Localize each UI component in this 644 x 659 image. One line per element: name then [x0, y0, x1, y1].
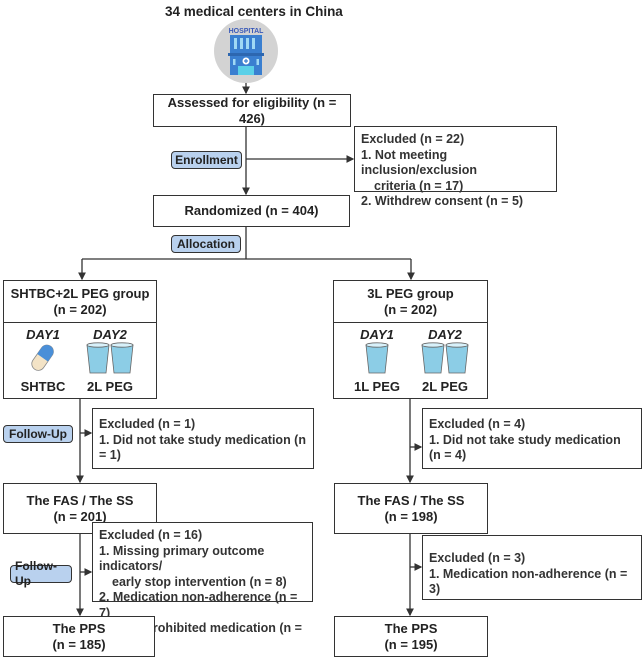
cup-icon: [365, 342, 389, 374]
randomized-box: Randomized (n = 404): [153, 195, 350, 227]
excluded-heading: Excluded (n = 1): [99, 417, 196, 431]
day2-label: DAY2: [93, 327, 127, 342]
group-name: SHTBC+2L PEG group: [10, 285, 150, 301]
pps-title: The PPS: [52, 620, 106, 636]
assessed-text: Assessed for eligibility (n = 426): [167, 94, 337, 126]
fas-title: The FAS / The SS: [26, 492, 134, 508]
pps-n: (n = 195): [384, 636, 438, 652]
hospital-sign: HOSPITAL: [229, 28, 265, 35]
day1-item: SHTBC: [20, 379, 66, 394]
excluded-heading: Excluded (n = 3): [429, 551, 526, 565]
followup-badge-1[interactable]: Follow-Up: [3, 425, 73, 443]
assessed-box: Assessed for eligibility (n = 426): [153, 94, 351, 127]
diagram-title: 34 medical centers in China: [165, 4, 343, 19]
capsule-icon: [31, 344, 54, 371]
left-arm-header: SHTBC+2L PEG group (n = 202): [4, 281, 156, 323]
excluded-item: early stop intervention (n = 8): [112, 574, 287, 589]
left-excluded-1-box: Excluded (n = 1) 1. Did not take study m…: [92, 408, 314, 469]
day1-label: DAY1: [360, 327, 394, 342]
excluded-item: criteria (n = 17): [374, 178, 464, 193]
right-arm-group-box: 3L PEG group (n = 202) DAY1 1L PEG DAY2 …: [333, 280, 488, 399]
excluded-item: 1. Medication non-adherence (n = 3): [429, 566, 628, 597]
fas-n: (n = 198): [384, 508, 438, 524]
two-cups-icon: [86, 342, 134, 374]
excluded-heading: Excluded (n = 22): [361, 132, 465, 146]
excluded-item: 1. Did not take study medication (n = 1): [99, 432, 306, 463]
fas-title: The FAS / The SS: [357, 492, 465, 508]
left-pps-box: The PPS (n = 185): [3, 616, 155, 657]
excluded-heading: Excluded (n = 16): [99, 528, 203, 542]
excluded-item: 1. Missing primary outcome indicators/: [99, 543, 265, 574]
right-arm-header: 3L PEG group (n = 202): [334, 281, 487, 323]
day2-item: 2L PEG: [421, 379, 468, 394]
group-name: 3L PEG group: [367, 285, 454, 301]
right-fas-box: The FAS / The SS (n = 198): [334, 483, 488, 534]
day1-item: 1L PEG: [353, 379, 400, 394]
left-excluded-16-box: Excluded (n = 16) 1. Missing primary out…: [92, 522, 313, 651]
pps-title: The PPS: [384, 620, 438, 636]
day1-label: DAY1: [26, 327, 60, 342]
fas-n: (n = 201): [53, 508, 107, 524]
day2-label: DAY2: [428, 327, 462, 342]
right-excluded-4-box: Excluded (n = 4) 1. Did not take study m…: [422, 408, 642, 469]
enrollment-badge: Enrollment: [171, 151, 242, 169]
allocation-badge: Allocation: [171, 235, 241, 253]
right-pps-box: The PPS (n = 195): [334, 616, 488, 657]
left-arm-group-box: SHTBC+2L PEG group (n = 202) DAY1 SHTBC …: [3, 280, 157, 399]
two-cups-icon: [421, 342, 469, 374]
followup-badge-2[interactable]: Follow-Up: [10, 559, 72, 588]
hospital-icon: HOSPITAL: [213, 18, 279, 84]
randomized-text: Randomized (n = 404): [184, 203, 319, 218]
excluded-item: 1. Did not take study medication (n = 4): [429, 432, 621, 463]
excluded-item: 1. Not meeting inclusion/exclusion: [361, 147, 477, 178]
pps-n: (n = 185): [52, 636, 106, 652]
right-excluded-3-box: Excluded (n = 3) 1. Medication non-adher…: [422, 535, 642, 600]
excluded-enrollment-box: Excluded (n = 22) 1. Not meeting inclusi…: [354, 126, 557, 208]
group-n: (n = 202): [53, 301, 107, 317]
excluded-item: 2. Medication non-adherence (n = 7): [99, 590, 298, 620]
excluded-item: 2. Withdrew consent (n = 5): [361, 194, 524, 208]
excluded-heading: Excluded (n = 4): [429, 417, 526, 431]
day2-item: 2L PEG: [86, 379, 133, 394]
group-n: (n = 202): [383, 301, 438, 317]
